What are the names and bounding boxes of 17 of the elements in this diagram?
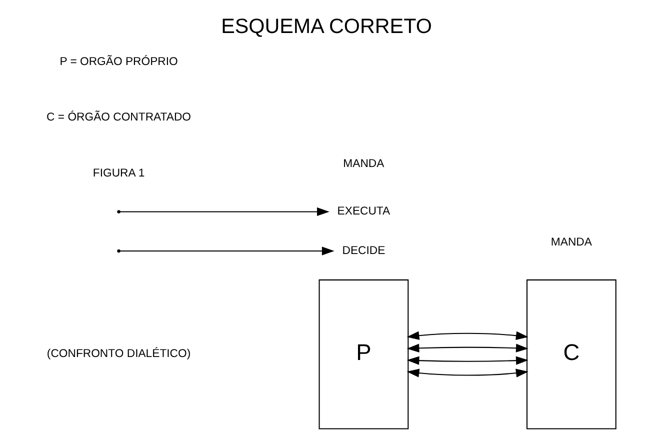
- node-box: P: [318, 279, 409, 430]
- label: P = ORGÃO PRÓPRIO: [60, 56, 178, 68]
- node-text: EXECUTA: [337, 206, 390, 218]
- arrow: [406, 331, 528, 340]
- label: MANDA: [343, 158, 384, 170]
- node-box: C: [526, 279, 616, 430]
- label: C = ÓRGÃO CONTRATADO: [46, 112, 191, 124]
- label: MANDA: [550, 236, 592, 249]
- node-text: DECIDE: [342, 244, 386, 257]
- label: (CONFRONTO DIALÉTICO): [46, 348, 191, 360]
- label: FIGURA 1: [92, 167, 145, 180]
- diagram-title: ESQUEMA CORRETO: [221, 14, 432, 38]
- arrow: [120, 207, 330, 216]
- arrow: [120, 246, 334, 256]
- arrow: [406, 344, 528, 352]
- arrow: [406, 356, 528, 365]
- arrow: [406, 368, 528, 378]
